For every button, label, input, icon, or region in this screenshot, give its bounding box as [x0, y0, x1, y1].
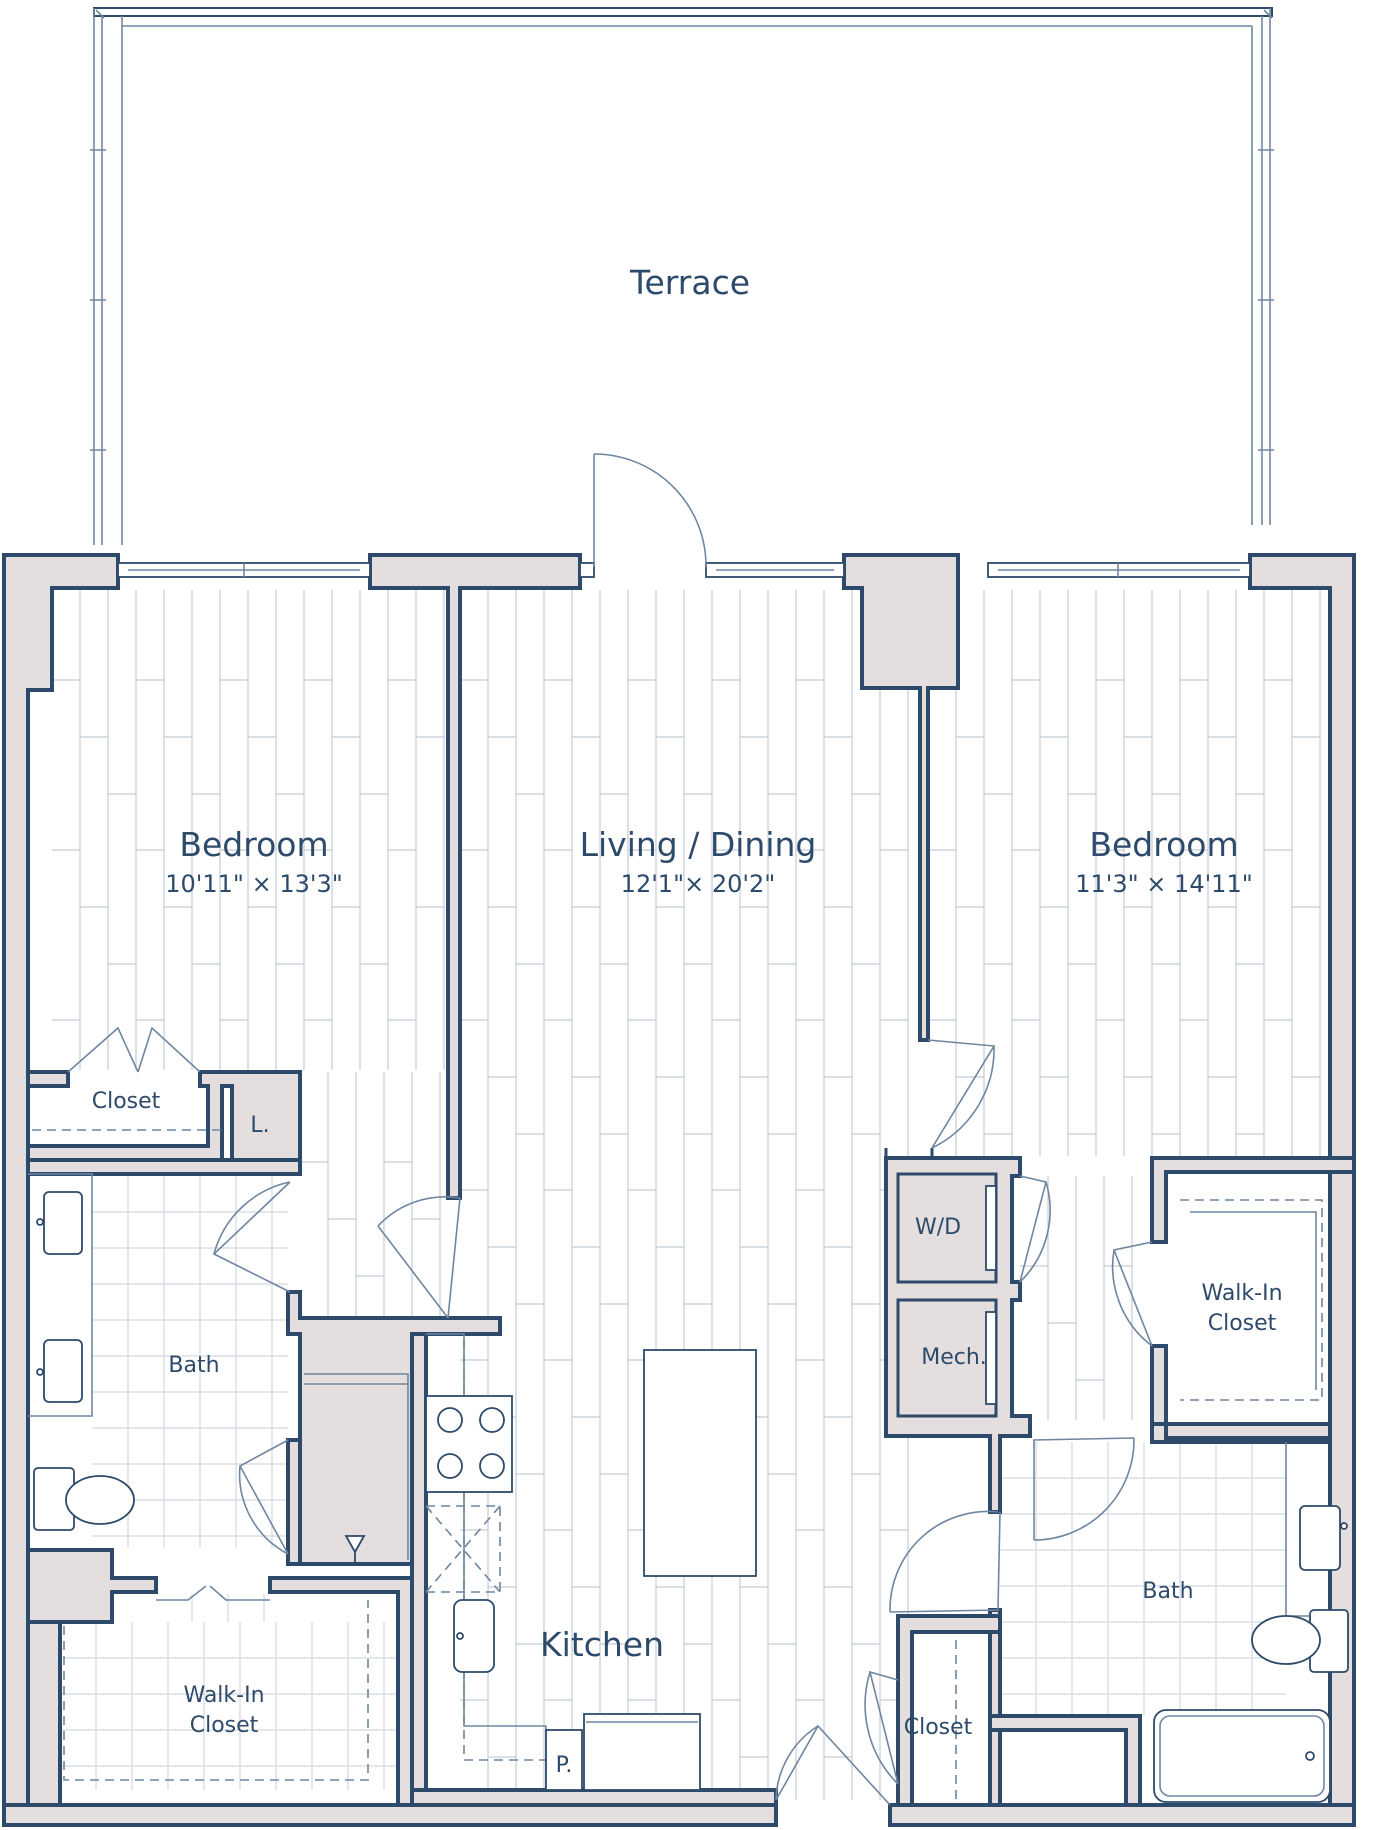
wood-flooring — [52, 590, 1321, 1800]
terrace-label: Terrace — [629, 263, 750, 302]
doors — [67, 453, 1153, 1806]
room-labels: Terrace Bedroom 10'11" × 13'3" Living / … — [92, 263, 1283, 1778]
living-dining-label: Living / Dining — [580, 825, 817, 864]
kitchen-island — [643, 1349, 757, 1577]
shower-head-icon — [344, 1535, 366, 1562]
hall-door — [889, 1510, 1001, 1613]
mechanical-label: Mech. — [921, 1345, 987, 1370]
toilet-bowl-icon — [1251, 1615, 1321, 1665]
walkin-bifold-door — [156, 1585, 270, 1601]
toilet-bowl-icon — [65, 1475, 135, 1525]
bedroom-right-label: Bedroom — [1089, 825, 1238, 864]
bath-right-label: Bath — [1142, 1579, 1193, 1604]
bath-door — [212, 1181, 291, 1293]
closet-right-door — [864, 1670, 899, 1785]
laundry-door — [1019, 1175, 1051, 1283]
bedroom-left-label: Bedroom — [179, 825, 328, 864]
living-dining-dimensions: 12'1"× 20'2" — [621, 870, 776, 898]
washer-dryer-label: W/D — [915, 1215, 961, 1240]
walkin-right-label-2: Closet — [1208, 1311, 1277, 1336]
walkin-left-label-2: Closet — [190, 1713, 259, 1738]
bedroom-left-door — [377, 1196, 461, 1319]
bedroom-right-door — [927, 1039, 996, 1149]
pantry-label: P. — [556, 1753, 573, 1778]
closet-left-label: Closet — [92, 1089, 161, 1114]
fixtures — [28, 1129, 1349, 1803]
sink-icon — [43, 1339, 83, 1403]
kitchen-sink-icon — [453, 1599, 495, 1673]
sink-icon — [43, 1191, 83, 1255]
bedroom-left-dimensions: 10'11" × 13'3" — [165, 870, 343, 898]
bath-right-door — [1033, 1437, 1135, 1541]
closet-right-label: Closet — [904, 1715, 973, 1740]
terrace — [90, 7, 1274, 545]
pantry-icon — [545, 1729, 583, 1791]
terrace-railing-posts — [90, 9, 1274, 451]
walls — [2, 553, 1356, 1827]
shower-door — [238, 1439, 289, 1555]
walkin-right-door — [1111, 1241, 1153, 1347]
sink-icon — [1299, 1505, 1341, 1571]
refrigerator-icon — [583, 1713, 701, 1791]
walkin-left-label-1: Walk-In — [183, 1683, 264, 1708]
bathtub-icon — [1153, 1709, 1331, 1803]
walkin-right-label-1: Walk-In — [1201, 1281, 1282, 1306]
kitchen-label: Kitchen — [540, 1625, 664, 1664]
closet-bifold-door — [67, 1026, 201, 1073]
linen-label: L. — [250, 1113, 269, 1138]
bath-left-label: Bath — [168, 1353, 219, 1378]
bedroom-right-dimensions: 11'3" × 14'11" — [1075, 870, 1253, 898]
terrace-door — [593, 453, 707, 568]
entry-door — [775, 1724, 891, 1806]
